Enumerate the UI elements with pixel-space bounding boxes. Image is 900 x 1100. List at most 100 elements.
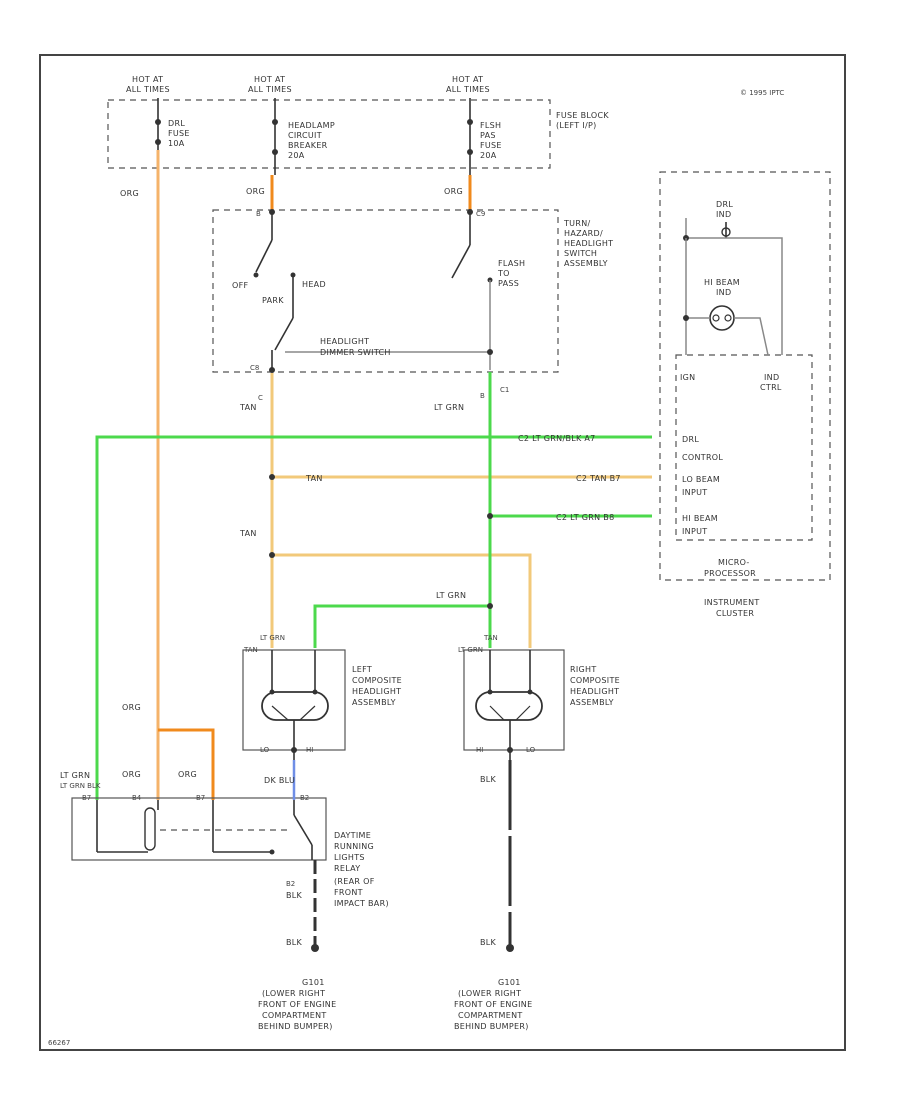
pin-label: B2 [300,794,309,802]
wire-org-relay [158,728,215,800]
wire-label: BLK [286,938,303,947]
relay-outline [71,797,327,861]
relay-label: FRONT [334,888,363,897]
wire-label: BLK [286,891,303,900]
ground-location: (LOWER RIGHT [458,989,521,998]
wire-label: LT GRN BLK [60,782,101,790]
drl-indicator-bulb-icon [721,227,731,237]
ground-id: G101 [498,978,521,987]
switch-contact-headlamp [255,239,273,273]
cluster-input-label: INPUT [682,527,707,536]
switch-position: OFF [232,281,248,290]
pin-label: C9 [476,210,485,218]
cluster-label: INSTRUMENT [704,598,760,607]
fuse-label: PAS [480,131,496,140]
pin-label: B7 [82,794,91,802]
right-headlight-label: ASSEMBLY [570,698,614,707]
fuse-label: 10A [168,139,185,148]
relay-coil-icon [144,807,156,851]
cluster-wire-label: C2 TAN B7 [576,474,621,483]
pin-label: LO [260,746,270,754]
ground-location: BEHIND BUMPER) [258,1022,333,1031]
fuse-label: FUSE [168,129,190,138]
wire-label: ORG [120,189,139,198]
left-headlight-label: HEADLIGHT [352,687,401,696]
cluster-outline [659,171,831,581]
pin-label: HI [476,746,483,754]
ground-location: COMPARTMENT [458,1011,523,1020]
relay-contact [293,814,313,846]
pin-label: B7 [196,794,205,802]
hi-beam-indicator-label: IND [716,288,731,297]
pin-label: LO [526,746,536,754]
wire-label: TAN [305,474,323,483]
switch-contact-flash [451,244,471,279]
switch-position: PASS [498,279,519,288]
switch-position: HEAD [302,280,326,289]
fuse-label: CIRCUIT [288,131,322,140]
feed-label: ALL TIMES [446,85,490,94]
right-headlight-label: RIGHT [570,665,597,674]
ground-id: G101 [302,978,325,987]
feed-label: ALL TIMES [126,85,170,94]
relay-label: DAYTIME [334,831,371,840]
wire-lt-grn-left [313,604,490,648]
wire-label: DK BLU [264,776,295,785]
microprocessor-label: PROCESSOR [704,569,756,578]
pin-label: C [258,394,263,402]
fuse-block: FUSE BLOCK (LEFT I/P) HOT AT ALL TIMES H… [107,75,609,175]
ground-location: FRONT OF ENGINE [454,1000,532,1009]
wire-label: BLK [480,938,497,947]
fuse-label: BREAKER [288,141,328,150]
relay-label: (REAR OF [334,877,375,886]
wire-label: TAN [239,403,257,412]
fuse-block-location: (LEFT I/P) [556,121,597,130]
switch-label: ASSEMBLY [564,259,608,268]
wire-label: TAN [243,646,258,654]
right-headlight-outline [463,649,565,751]
wire-label: LT GRN [60,771,90,780]
feed-label: HOT AT [254,75,285,84]
switch-position: PARK [262,296,284,305]
wire-label: LT GRN [260,634,285,642]
right-headlight-assembly: TAN LT GRN HI LO RIGHT COMPOSITE HEADLIG… [458,634,620,760]
feed-label: HOT AT [132,75,163,84]
drl-indicator-label: IND [716,210,731,219]
pin-label: B [256,210,261,218]
left-headlight-label: COMPOSITE [352,676,402,685]
right-headlight-label: COMPOSITE [570,676,620,685]
right-headlight-label: HEADLIGHT [570,687,619,696]
relay-label: IMPACT BAR) [334,899,389,908]
relay-label: RELAY [334,864,361,873]
fuse-label: FLSH [480,121,501,130]
pin-label: B [480,392,485,400]
fuse-label: 20A [288,151,305,160]
switch-position: TO [497,269,510,278]
switch-label: HEADLIGHT [564,239,613,248]
figure-id: 66267 [48,1039,70,1047]
cluster-label: CLUSTER [716,609,754,618]
ground-location: FRONT OF ENGINE [258,1000,336,1009]
feed-label: HOT AT [452,75,483,84]
fuse-label: 20A [480,151,497,160]
relay-label: LIGHTS [334,853,365,862]
wires-orange: ORG ORG ORG ORG ORG ORG [120,150,472,800]
cluster-input-label: INPUT [682,488,707,497]
fuse-block-label: FUSE BLOCK [556,111,609,120]
wire-tan-right [272,553,532,648]
switch-label: HAZARD/ [564,229,603,238]
copyright-label: © 1995 IPTC [740,89,784,97]
diagram-frame [39,54,846,1051]
ground-location: COMPARTMENT [262,1011,327,1020]
microprocessor-label: MICRO- [718,558,750,567]
hi-beam-indicator-label: HI BEAM [704,278,740,287]
wire-label: LT GRN [436,591,466,600]
wires-tan: TAN TAN TAN [239,373,652,648]
left-headlight-label: LEFT [352,665,372,674]
switch-label: TURN/ [563,219,590,228]
cluster-wire-label: C2 LT GRN/BLK A7 [518,434,596,443]
cluster-pin-label: IGN [680,373,695,382]
switch-position: FLASH [498,259,525,268]
feed-label: ALL TIMES [248,85,292,94]
